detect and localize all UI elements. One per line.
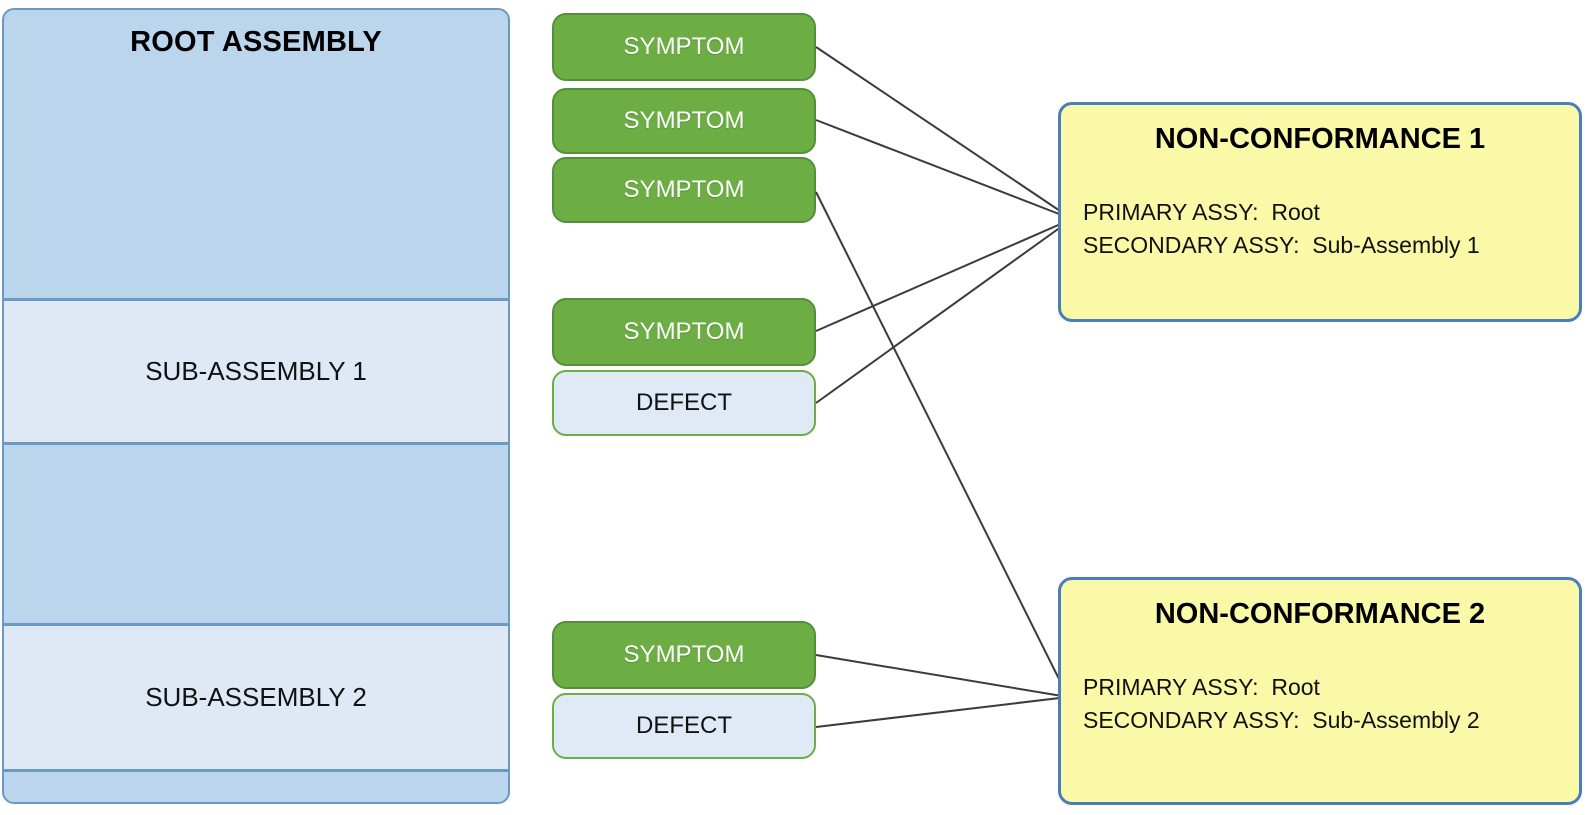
symptom-node-3-label: SYMPTOM [623, 176, 745, 203]
non-conformance-2-secondary-assy: SECONDARY ASSY: Sub-Assembly 2 [1083, 706, 1480, 733]
sub-assembly-1-row[interactable]: SUB-ASSEMBLY 1 [4, 298, 508, 445]
connector-defect_2-to-non_conformance_2 [815, 696, 1069, 728]
symptom-node-1-label: SYMPTOM [623, 33, 745, 60]
non-conformance-1-primary-assy: PRIMARY ASSY: Root [1083, 199, 1320, 225]
sub-assembly-1-label: SUB-ASSEMBLY 1 [145, 356, 367, 386]
non-conformance-1-secondary-assy: SECONDARY ASSY: Sub-Assembly 1 [1083, 231, 1480, 258]
sub-assembly-2-row[interactable]: SUB-ASSEMBLY 2 [4, 623, 508, 772]
defect-node-2[interactable]: DEFECT [552, 693, 816, 759]
symptom-node-2-label: SYMPTOM [623, 107, 745, 134]
connector-defect_1-to-non_conformance_1 [815, 218, 1073, 404]
defect-node-1-label: DEFECT [636, 389, 732, 416]
symptom-node-5[interactable]: SYMPTOM [552, 621, 816, 689]
non-conformance-card-1[interactable]: NON-CONFORMANCE 1 PRIMARY ASSY: Root SEC… [1058, 102, 1582, 322]
symptom-node-3[interactable]: SYMPTOM [552, 157, 816, 223]
connector-symptom_5-to-non_conformance_2 [815, 654, 1069, 698]
non-conformance-1-title: NON-CONFORMANCE 1 [1154, 123, 1486, 155]
connector-symptom_2-to-non_conformance_1 [815, 119, 1073, 220]
symptom-node-4[interactable]: SYMPTOM [552, 298, 816, 366]
non-conformance-card-2[interactable]: NON-CONFORMANCE 2 PRIMARY ASSY: Root SEC… [1058, 577, 1582, 805]
connector-symptom_4-to-non_conformance_1 [815, 218, 1073, 332]
connector-symptom_1-to-non_conformance_1 [815, 46, 1073, 220]
symptom-node-4-label: SYMPTOM [623, 318, 745, 345]
sub-assembly-2-label: SUB-ASSEMBLY 2 [145, 682, 367, 712]
assembly-tree-panel: ROOT ASSEMBLY SUB-ASSEMBLY 1 SUB-ASSEMBL… [2, 8, 510, 804]
symptom-node-5-label: SYMPTOM [623, 641, 745, 668]
symptom-node-2[interactable]: SYMPTOM [552, 88, 816, 154]
symptom-node-1[interactable]: SYMPTOM [552, 13, 816, 81]
defect-node-1[interactable]: DEFECT [552, 370, 816, 436]
connector-symptom_3-to-non_conformance_2 [815, 191, 1069, 698]
defect-node-2-label: DEFECT [636, 712, 732, 739]
root-assembly-label: ROOT ASSEMBLY [130, 26, 382, 58]
non-conformance-2-title: NON-CONFORMANCE 2 [1154, 598, 1486, 630]
non-conformance-2-primary-assy: PRIMARY ASSY: Root [1083, 674, 1320, 700]
